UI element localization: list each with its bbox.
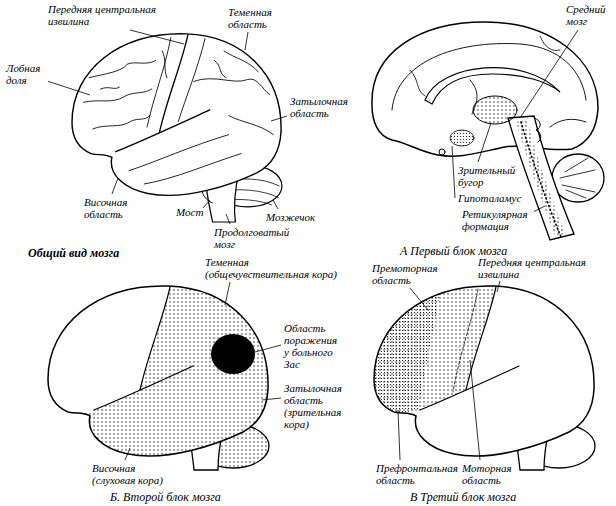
part-label: Передняя центральная извилина bbox=[478, 256, 590, 280]
sulcus bbox=[410, 36, 560, 96]
frontal-stippled bbox=[369, 279, 496, 419]
brain-second-block bbox=[38, 274, 288, 474]
sylvian-fissure bbox=[420, 366, 519, 410]
leader-line bbox=[271, 116, 287, 121]
central-sulcus bbox=[159, 35, 188, 133]
sulcus bbox=[178, 39, 205, 122]
part-label: Затылочная область (зрительная кора) bbox=[284, 382, 346, 430]
part-label: Префронтальная область bbox=[376, 462, 456, 486]
sulci bbox=[83, 35, 273, 184]
part-label: Премоторная область bbox=[372, 262, 434, 286]
sulcus bbox=[194, 79, 270, 95]
optic-chiasm bbox=[439, 149, 445, 155]
central-sulcus bbox=[140, 287, 170, 390]
leader-line bbox=[112, 178, 118, 194]
part-label: Средний мозг bbox=[566, 3, 612, 27]
arbor-vitae bbox=[560, 158, 595, 198]
part-label: Лобная доля bbox=[6, 62, 48, 86]
part-label: Область поражения у больного Зас bbox=[284, 322, 342, 370]
colliculi bbox=[534, 118, 541, 142]
leader-line bbox=[410, 288, 428, 310]
brain-lateral-view bbox=[72, 34, 282, 222]
panel-caption: Общий вид мозга bbox=[28, 246, 119, 260]
cortex-outline bbox=[48, 286, 268, 456]
part-label: Зрительный бугор bbox=[458, 164, 516, 188]
leader-line bbox=[130, 30, 184, 44]
sulcus bbox=[229, 116, 274, 135]
lesion-area bbox=[211, 334, 255, 374]
leader-line bbox=[452, 146, 455, 198]
cortex-outline bbox=[72, 34, 281, 196]
part-label: Височная (слуховая кора) bbox=[92, 462, 172, 486]
sulcus bbox=[89, 61, 156, 78]
frontal-unshaded bbox=[43, 279, 170, 419]
part-label: Гипоталамус bbox=[458, 192, 521, 204]
leader-line bbox=[273, 200, 278, 209]
brain-medial-view bbox=[372, 22, 604, 240]
part-label: Теменная (общечувствительная кора) bbox=[205, 256, 345, 280]
panel-caption: В Третий блок мозга bbox=[410, 490, 516, 504]
cerebellum bbox=[552, 154, 604, 202]
leader-line bbox=[245, 32, 248, 50]
sulcus bbox=[101, 51, 226, 89]
part-label: Мост bbox=[176, 206, 203, 218]
part-label: Теменная область bbox=[228, 6, 283, 30]
panel-caption: Б. Второй блок мозга bbox=[110, 490, 221, 504]
part-label: Ретикулярная формация bbox=[462, 208, 534, 232]
sulcus bbox=[144, 154, 241, 184]
leader-line bbox=[398, 410, 400, 460]
leader-line bbox=[225, 282, 230, 305]
thalamus bbox=[473, 96, 517, 124]
sulcus bbox=[147, 38, 171, 127]
leader-line bbox=[125, 448, 130, 460]
precentral-border bbox=[453, 289, 478, 392]
sulcus bbox=[83, 89, 151, 102]
part-label: Передняя центральная извилина bbox=[48, 3, 160, 27]
sylvian-fissure bbox=[94, 366, 193, 410]
leader-line bbox=[255, 345, 281, 352]
sulcus bbox=[93, 116, 150, 129]
hypothalamus bbox=[450, 130, 474, 146]
part-label: Продолговатый мозг bbox=[214, 226, 289, 250]
leader-line bbox=[262, 398, 281, 400]
part-label: Моторная область bbox=[462, 462, 514, 486]
calcarine-sulcus bbox=[550, 119, 586, 127]
cortex-outline bbox=[372, 22, 598, 156]
leader-line bbox=[478, 123, 491, 162]
stippled-region bbox=[38, 274, 288, 474]
part-label: Затылочная область bbox=[290, 95, 350, 119]
part-label: Височная область bbox=[84, 196, 139, 220]
sulcus bbox=[224, 51, 258, 72]
part-label: Мозжечок bbox=[266, 211, 315, 223]
leader-line bbox=[497, 281, 500, 292]
sulcus bbox=[129, 135, 229, 171]
leader-line bbox=[470, 360, 480, 460]
leader-line bbox=[520, 30, 578, 118]
central-sulcus bbox=[466, 287, 496, 390]
leader-lines bbox=[44, 30, 578, 460]
brain-third-block bbox=[369, 279, 595, 470]
leader-line bbox=[44, 80, 90, 95]
leader-line bbox=[226, 214, 230, 224]
cortex-outline bbox=[374, 286, 594, 456]
